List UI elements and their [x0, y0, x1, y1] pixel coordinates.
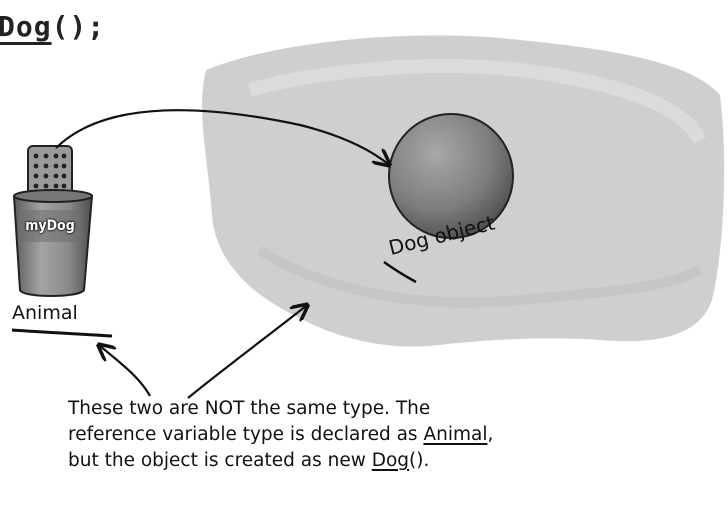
code-line: Dog();: [0, 10, 105, 43]
code-suffix: ();: [52, 10, 106, 43]
pointer-arrow-object: [188, 306, 306, 398]
code-keyword: Dog: [0, 10, 52, 43]
caption-line-2-end: ,: [487, 424, 493, 445]
declared-type-label: Animal: [12, 302, 78, 324]
pointer-arrow-type: [100, 346, 150, 396]
caption-type-animal: Animal: [423, 424, 487, 445]
caption-type-dog: Dog: [372, 450, 409, 471]
caption-line-1: These two are NOT the same type. The: [68, 396, 718, 422]
variable-name: myDog: [10, 218, 90, 234]
caption-line-3: but the object is created as new Dog().: [68, 448, 718, 474]
caption-line-2: reference variable type is declared as A…: [68, 422, 718, 448]
type-underline: [12, 330, 112, 336]
caption: These two are NOT the same type. The ref…: [68, 396, 718, 474]
caption-line-3-end: ().: [409, 450, 429, 471]
caption-line-3-text: but the object is created as new: [68, 450, 372, 471]
caption-line-2-text: reference variable type is declared as: [68, 424, 423, 445]
